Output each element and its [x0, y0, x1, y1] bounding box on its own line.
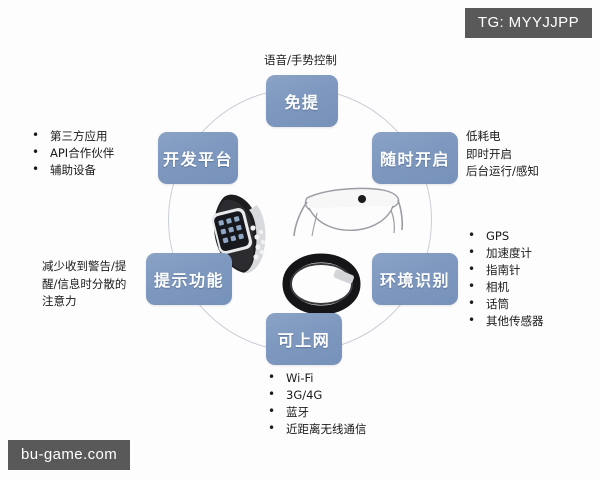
node-always-on[interactable]: 随时开启: [372, 132, 458, 184]
node-notify-label: 提示功能: [153, 271, 224, 290]
annotation-line: 低耗电: [466, 129, 501, 143]
annotation-always-on-list: 低耗电 即时开启 后台运行/感知: [466, 128, 539, 181]
node-platform-label: 开发平台: [162, 150, 233, 169]
node-handsfree[interactable]: 免提: [266, 75, 338, 127]
annotation-line: 即时开启: [466, 146, 512, 161]
watermark-badge-bottom-left: bu-game.com: [8, 440, 131, 470]
node-always-on-label: 随时开启: [379, 150, 450, 169]
annotation-voice-control-text: 语音/手势控制: [264, 53, 337, 67]
list-item: 3G/4G: [268, 386, 367, 404]
center-device-artwork: [195, 180, 410, 320]
node-internet-access[interactable]: 可上网: [266, 313, 342, 365]
list-item: 蓝牙: [268, 403, 367, 421]
list-item: 其他传感器: [468, 312, 544, 330]
list-item: 指南针: [468, 261, 544, 279]
list-item: 话筒: [468, 295, 544, 313]
node-dev-platform[interactable]: 开发平台: [158, 132, 238, 184]
annotation-dev-platform-list: 第三方应用 API合作伙伴 辅助设备: [32, 127, 114, 179]
node-context-awareness[interactable]: 环境识别: [372, 253, 458, 305]
watermark-badge-top-right: TG: MYYJJPP: [464, 8, 592, 38]
annotation-voice-control: 语音/手势控制: [264, 52, 337, 69]
annotation-line: 醒/信息时分散的: [42, 276, 127, 291]
annotation-line: 注意力: [42, 294, 77, 308]
node-context-label: 环境识别: [379, 271, 450, 290]
fitness-band-icon: [282, 253, 361, 315]
annotation-line: 后台运行/感知: [466, 164, 539, 178]
smart-glasses-icon: [293, 187, 404, 237]
list-item: API合作伙伴: [32, 144, 114, 162]
node-internet-label: 可上网: [277, 331, 331, 350]
list-item: 辅助设备: [32, 161, 114, 179]
annotation-sensor-list: GPS 加速度计 指南针 相机 话筒 其他传感器: [468, 227, 544, 330]
list-item: GPS: [468, 227, 544, 245]
list-item: 第三方应用: [32, 127, 114, 145]
annotation-network-list: Wi-Fi 3G/4G 蓝牙 近距离无线通信: [268, 369, 367, 438]
annotation-line: 减少收到警告/提: [42, 259, 127, 273]
node-notification[interactable]: 提示功能: [146, 253, 232, 305]
node-handsfree-label: 免提: [284, 93, 320, 112]
annotation-notification-text: 减少收到警告/提 醒/信息时分散的 注意力: [42, 258, 146, 311]
list-item: Wi-Fi: [268, 369, 367, 387]
list-item: 加速度计: [468, 244, 544, 262]
list-item: 相机: [468, 278, 544, 296]
list-item: 近距离无线通信: [268, 420, 367, 438]
glasses-camera-dot: [358, 195, 366, 203]
